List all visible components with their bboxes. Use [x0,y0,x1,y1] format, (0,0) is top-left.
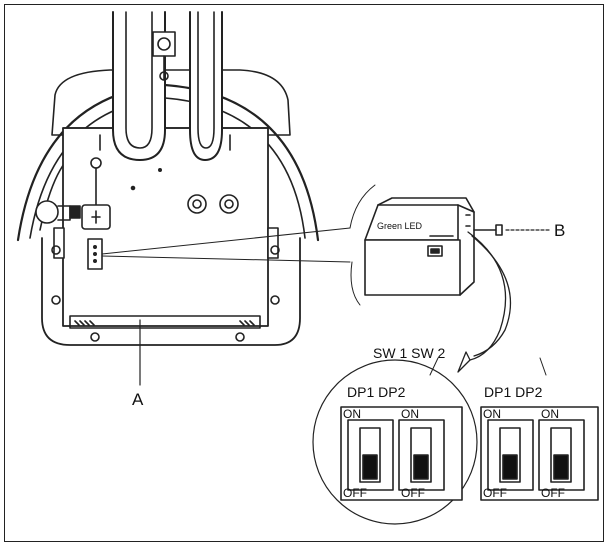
switch-header: SW 1 SW 2 [373,345,446,361]
panel2-leader [539,357,547,376]
wire-arrow [457,231,512,373]
panel2-off-label: OFF [483,486,507,500]
panel1-header: DP1 DP2 [347,384,406,400]
green-led-label: Green LED [377,221,423,231]
panel2-on-label-2: ON [541,407,559,421]
magnifier-circle [312,359,478,525]
panel2-off-label-2: OFF [541,486,565,500]
panel1-off-label-2: OFF [401,486,425,500]
callout-b-label: B [554,221,565,240]
panel1-off-label: OFF [343,486,367,500]
magnifier-leader [429,357,439,376]
operator-unit [16,11,320,346]
diagram-frame [4,4,604,542]
callout-a-label: A [132,390,144,409]
zoom-lines [101,184,376,306]
panel2-header: DP1 DP2 [484,384,543,400]
switch-panel-1 [340,406,463,501]
receiver-module [364,197,503,296]
panel2-on-label: ON [483,407,501,421]
switch-panel-2 [480,406,599,501]
panel1-on-label: ON [343,407,361,421]
panel1-on-label-2: ON [401,407,419,421]
